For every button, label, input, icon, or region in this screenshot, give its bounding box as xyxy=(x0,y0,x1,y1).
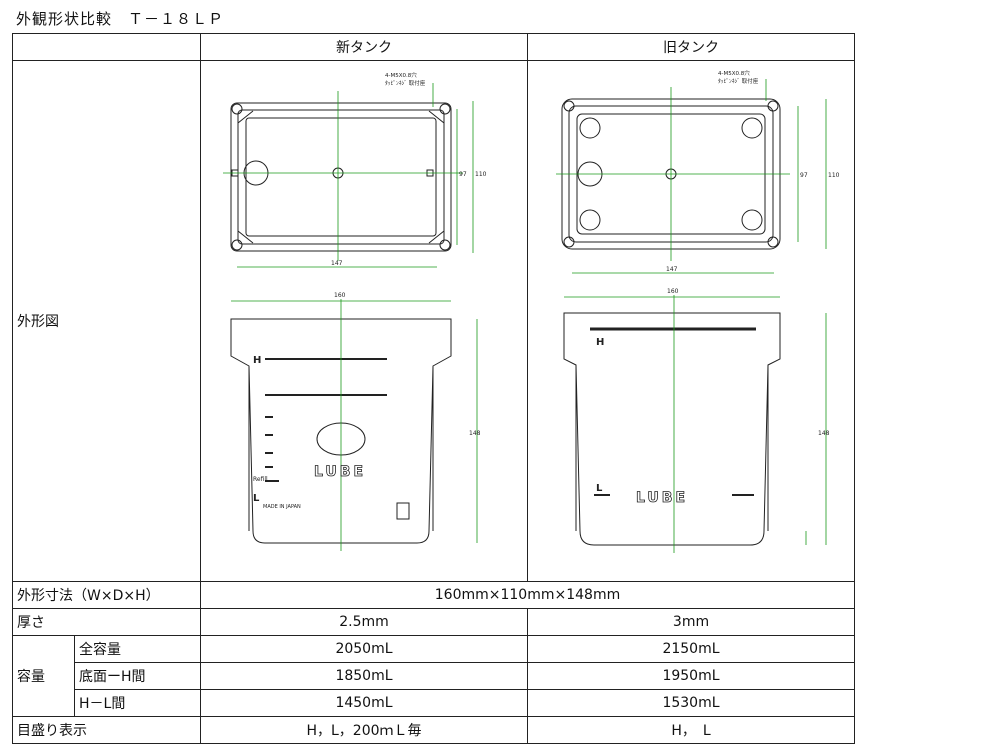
new-made-in: MADE IN JAPAN xyxy=(263,504,301,510)
dims-label: 外形寸法（W×D×H） xyxy=(12,581,201,609)
old-screw-note-2: ﾀｯﾋﾟﾝﾈｼﾞ 取付座 xyxy=(718,77,759,85)
outline-label: 外形図 xyxy=(12,60,201,582)
old-mark-l: L xyxy=(596,483,603,494)
new-dim-147: 147 xyxy=(331,260,343,267)
new-top-view xyxy=(230,102,452,252)
old-tank-drawing-cell: 147 97 110 4-M5X0.8穴 ﾀｯﾋﾟﾝﾈｼﾞ 取付座 xyxy=(527,60,855,582)
old-front-dims xyxy=(564,295,827,553)
old-tank-drawing: 147 97 110 4-M5X0.8穴 ﾀｯﾋﾟﾝﾈｼﾞ 取付座 xyxy=(556,69,840,553)
new-screw-note-1: 4-M5X0.8穴 xyxy=(385,71,417,79)
new-mark-l: L xyxy=(253,493,260,504)
dims-value: 160mm×110mm×148mm xyxy=(200,581,855,609)
capacity-label: 容量 xyxy=(12,635,75,717)
thickness-label: 厚さ xyxy=(12,608,201,636)
old-dim-147: 147 xyxy=(666,266,678,273)
old-front-view xyxy=(563,312,781,546)
new-dim-97: 97 xyxy=(459,171,467,178)
h-l-new: 1450mL xyxy=(200,689,528,717)
bottom-h-old: 1950mL xyxy=(527,662,855,690)
thickness-old: 3mm xyxy=(527,608,855,636)
bottom-h-new: 1850mL xyxy=(200,662,528,690)
new-mark-h: H xyxy=(253,355,261,366)
new-dim-160: 160 xyxy=(334,292,346,299)
total-capacity-old: 2150mL xyxy=(527,635,855,663)
total-capacity-new: 2050mL xyxy=(200,635,528,663)
new-screw-note-2: ﾀｯﾋﾟﾝﾈｼﾞ 取付座 xyxy=(385,79,426,87)
scale-label: 目盛り表示 xyxy=(12,716,201,744)
h-l-old: 1530mL xyxy=(527,689,855,717)
page-title: 外観形状比較 Ｔ－１８ＬＰ xyxy=(16,10,225,28)
old-top-dims xyxy=(556,79,827,274)
comparison-table: 新タンク 旧タンク 外形図 xyxy=(12,33,855,744)
header-empty xyxy=(12,33,201,61)
old-mark-h: H xyxy=(596,337,604,348)
new-tank-drawing: 147 97 110 4-M5X0.8穴 ﾀｯﾋﾟﾝﾈｼﾞ 取付座 xyxy=(223,71,487,551)
new-dim-110: 110 xyxy=(475,171,487,178)
new-refill: Refill xyxy=(253,476,268,483)
new-front-view xyxy=(230,318,452,544)
bottom-h-label: 底面ーH間 xyxy=(74,662,201,690)
old-brand: LUBE xyxy=(636,490,688,506)
old-dim-160: 160 xyxy=(667,288,679,295)
scale-new: H，L，200ｍＬ毎 xyxy=(200,716,528,744)
old-dim-97: 97 xyxy=(800,172,808,179)
old-screw-note-1: 4-M5X0.8穴 xyxy=(718,69,750,77)
new-brand: LUBE xyxy=(314,464,366,480)
new-front-dims xyxy=(231,299,478,551)
old-dim-148: 148 xyxy=(818,430,830,437)
new-tank-drawing-cell: 147 97 110 4-M5X0.8穴 ﾀｯﾋﾟﾝﾈｼﾞ 取付座 xyxy=(200,60,528,582)
h-l-label: H－L間 xyxy=(74,689,201,717)
old-dim-110: 110 xyxy=(828,172,840,179)
thickness-new: 2.5mm xyxy=(200,608,528,636)
header-new-tank: 新タンク xyxy=(200,33,528,61)
new-dim-148: 148 xyxy=(469,430,481,437)
total-capacity-label: 全容量 xyxy=(74,635,201,663)
new-top-dims xyxy=(223,83,474,268)
header-old-tank: 旧タンク xyxy=(527,33,855,61)
scale-old: H， L xyxy=(527,716,855,744)
